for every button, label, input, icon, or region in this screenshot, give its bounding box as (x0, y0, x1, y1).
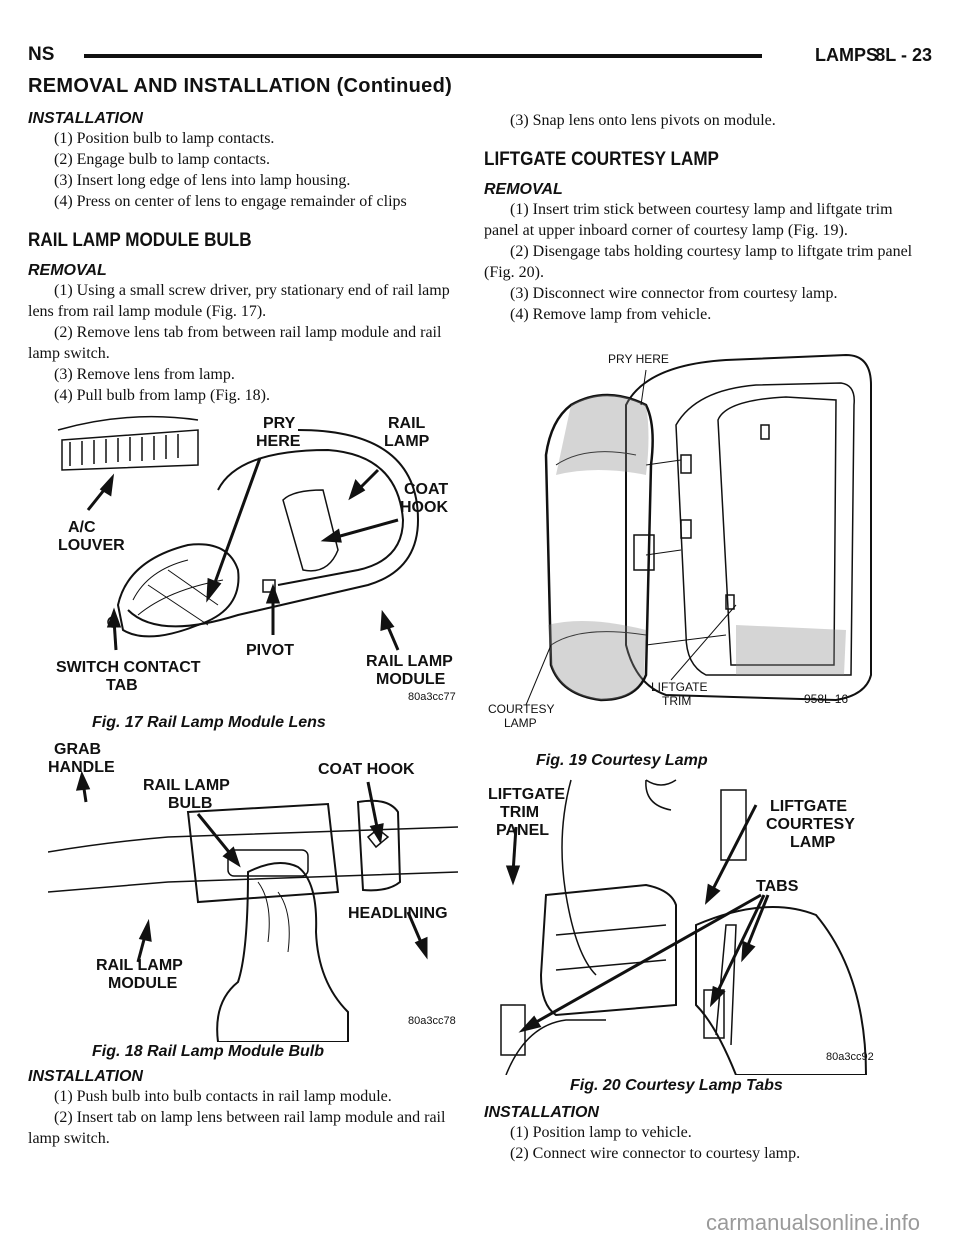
section-title: REMOVAL AND INSTALLATION (Continued) (28, 75, 453, 97)
fig17-label-switch: SWITCH CONTACT (56, 659, 201, 676)
step: (1) Insert trim stick between courtesy l… (484, 201, 893, 239)
fig17-label-ac: A/C (68, 519, 96, 536)
removal-heading: REMOVAL (28, 262, 107, 279)
fig20-illustration: LIFTGATE TRIM PANEL LIFTGATE COURTESY LA… (488, 779, 874, 1075)
fig20-label-lamp: LAMP (790, 834, 836, 851)
step: (4) Remove lamp from vehicle. (510, 306, 712, 323)
header-model: NS (28, 44, 55, 65)
fig18-label-bulb1: RAIL LAMP (143, 777, 230, 794)
fig18-label-bulb2: BULB (168, 795, 212, 812)
fig17-label-pry: PRY (263, 415, 296, 432)
fig20-label-tabs: TABS (756, 878, 799, 895)
step: (1) Position bulb to lamp contacts. (54, 130, 275, 147)
watermark: carmanualsonline.info (705, 1210, 920, 1235)
fig19-label-courtesy: COURTESY (488, 702, 554, 716)
fig17-label-lamp: LAMP (384, 433, 430, 450)
fig20-label-courtesy: COURTESY (766, 816, 855, 833)
step: (2) Disengage tabs holding courtesy lamp… (484, 243, 913, 281)
removal-heading: REMOVAL (484, 181, 563, 198)
fig17-label-rail: RAIL (388, 415, 426, 432)
fig18-label-module2: MODULE (108, 975, 178, 992)
fig18-code: 80a3cc78 (408, 1015, 456, 1027)
header-page-number: 8L - 23 (875, 45, 932, 65)
step: (1) Using a small screw driver, pry stat… (28, 282, 450, 320)
fig18-caption: Fig. 18 Rail Lamp Module Bulb (92, 1043, 325, 1060)
installation-heading: INSTALLATION (28, 1068, 143, 1085)
fig17-label-coat: COAT (404, 481, 448, 498)
left-column-top: INSTALLATION (1) Position bulb to lamp c… (28, 110, 468, 406)
fig20-label-trim: TRIM (500, 804, 539, 821)
right-column-bottom: INSTALLATION (1) Position lamp to vehicl… (484, 1104, 924, 1164)
fig17-label-louver: LOUVER (58, 537, 125, 554)
fig18-label-headlining: HEADLINING (348, 905, 448, 922)
right-column-top: (3) Snap lens onto lens pivots on module… (484, 110, 924, 325)
fig18-label-module1: RAIL LAMP (96, 957, 183, 974)
fig19-illustration: PRY HERE COURTESY LAMP LIFTGATE TRIM 958… (488, 352, 872, 730)
step: (1) Position lamp to vehicle. (510, 1124, 692, 1141)
fig17-illustration: PRY HERE RAIL LAMP COAT HOOK A/C LOUVER … (56, 415, 456, 703)
fig18-label-grab: GRAB (54, 742, 101, 758)
fig19-caption: Fig. 19 Courtesy Lamp (536, 752, 708, 769)
fig19-label-trim: TRIM (662, 694, 691, 708)
fig18-illustration: GRAB HANDLE RAIL LAMP BULB COAT HOOK HEA… (48, 742, 459, 1042)
rail-lamp-heading: RAIL LAMP MODULE BULB (28, 230, 252, 251)
fig19-code: 958L-16 (804, 692, 848, 706)
step: (2) Engage bulb to lamp contacts. (54, 151, 270, 168)
fig17-label-module1: RAIL LAMP (366, 653, 453, 670)
step: (3) Remove lens from lamp. (54, 366, 235, 383)
left-column-bottom: INSTALLATION (1) Push bulb into bulb con… (28, 1068, 468, 1149)
installation-heading: INSTALLATION (484, 1104, 599, 1121)
header-rule (84, 54, 762, 58)
fig17-code: 80a3cc77 (408, 691, 456, 703)
installation-heading: INSTALLATION (28, 110, 143, 127)
step: (2) Connect wire connector to courtesy l… (510, 1145, 801, 1162)
fig20-code: 80a3cc92 (826, 1051, 874, 1063)
step: (3) Insert long edge of lens into lamp h… (54, 172, 351, 189)
fig19-label-lamp: LAMP (504, 716, 537, 730)
fig17-label-hook: HOOK (400, 499, 448, 516)
fig20-label-lamp-liftgate: LIFTGATE (770, 798, 847, 815)
fig18-label-coat-hook: COAT HOOK (318, 761, 415, 778)
fig20-label-liftgate: LIFTGATE (488, 786, 565, 803)
step: (1) Push bulb into bulb contacts in rail… (54, 1088, 392, 1105)
fig17-label-here: HERE (256, 433, 301, 450)
fig17-label-tab: TAB (106, 677, 138, 694)
liftgate-heading: LIFTGATE COURTESY LAMP (484, 149, 719, 170)
step: (3) Snap lens onto lens pivots on module… (510, 112, 776, 129)
step: (2) Insert tab on lamp lens between rail… (28, 1109, 446, 1147)
fig20-caption: Fig. 20 Courtesy Lamp Tabs (570, 1077, 783, 1094)
step: (3) Disconnect wire connector from court… (510, 285, 838, 302)
fig17-label-module2: MODULE (376, 671, 446, 688)
fig20-label-panel: PANEL (496, 822, 549, 839)
step: (4) Pull bulb from lamp (Fig. 18). (54, 387, 270, 404)
fig19-label-pry-here: PRY HERE (608, 352, 669, 366)
step: (2) Remove lens tab from between rail la… (28, 324, 442, 362)
header-section: LAMPS (815, 45, 878, 65)
fig17-label-pivot: PIVOT (246, 642, 294, 659)
step: (4) Press on center of lens to engage re… (54, 193, 407, 210)
fig19-label-liftgate: LIFTGATE (651, 680, 707, 694)
fig18-label-handle: HANDLE (48, 759, 115, 776)
fig17-caption: Fig. 17 Rail Lamp Module Lens (92, 714, 326, 731)
